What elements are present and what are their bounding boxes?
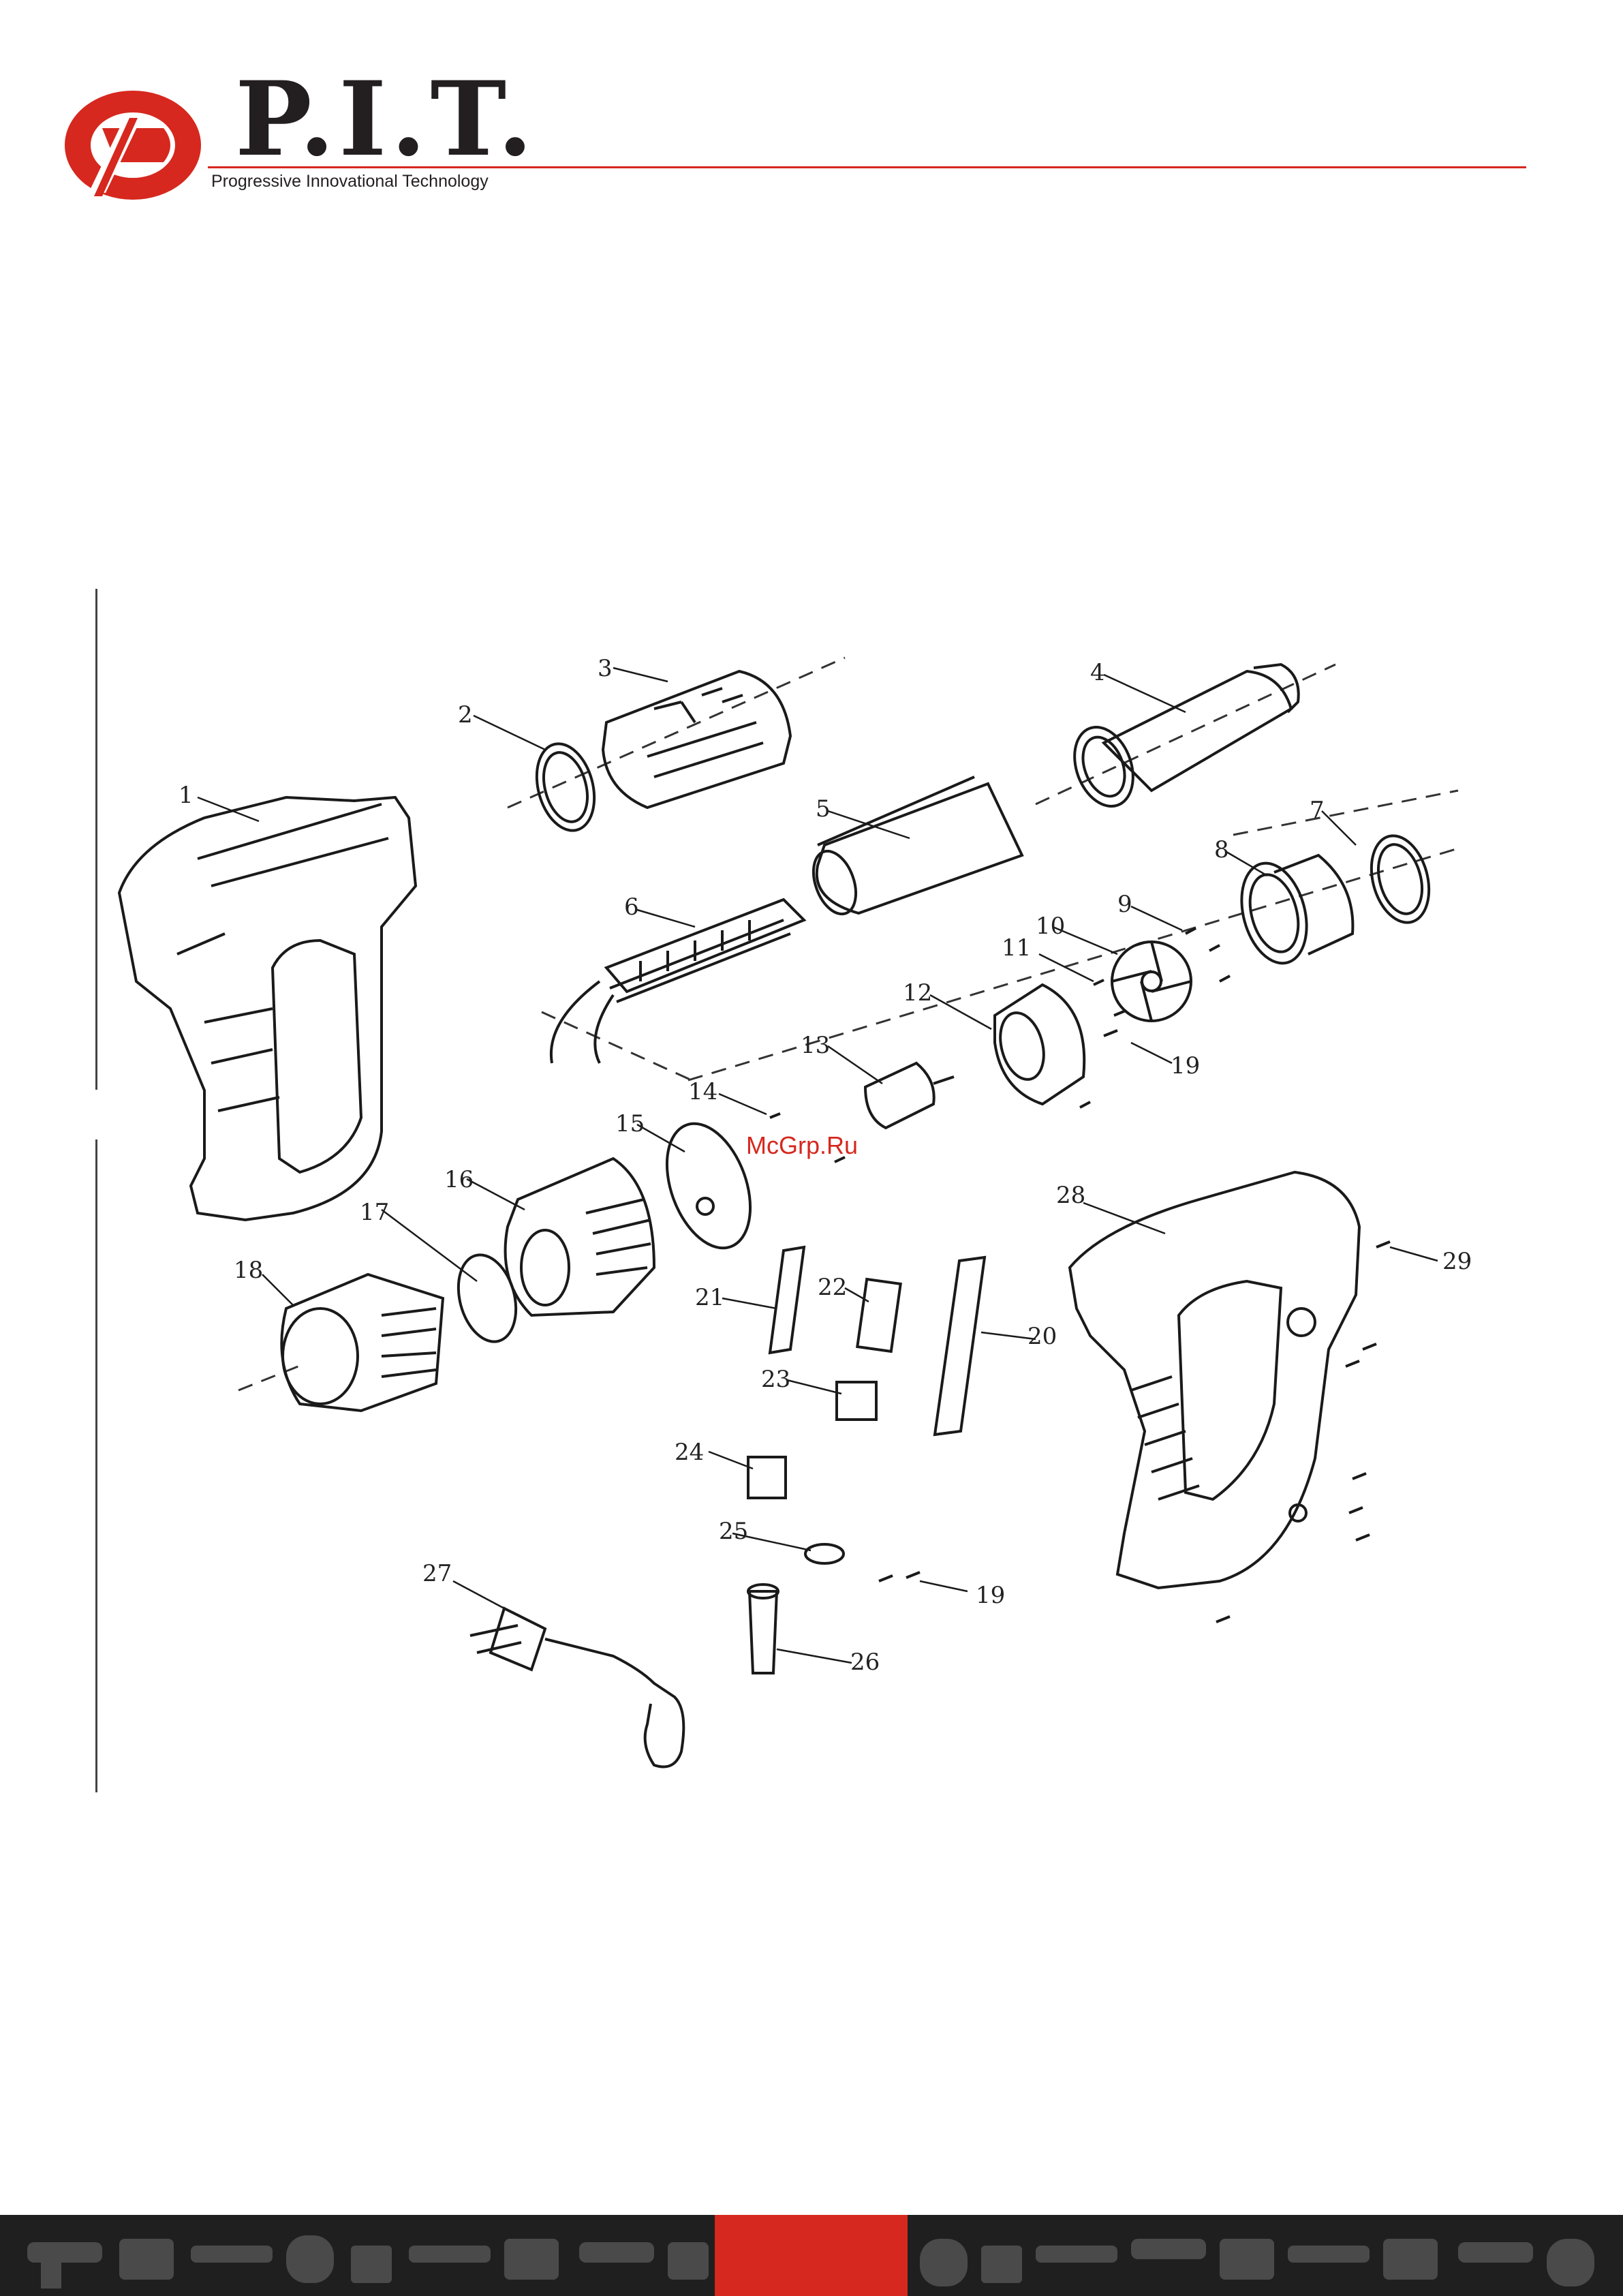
page-footer [0,2215,1623,2296]
callout-8: 8 [1214,836,1229,863]
watermark: McGrp.Ru [746,1131,858,1160]
callout-3: 3 [598,655,613,682]
callout-1: 1 [179,782,194,809]
callout-2: 2 [458,701,473,729]
part-3-nozzle-shroud [603,671,790,808]
callout-12: 12 [903,979,932,1007]
callout-10: 10 [1036,913,1065,940]
callout-4: 4 [1090,659,1105,686]
callout-7: 7 [1310,797,1325,824]
part-6-heating-element [551,900,804,1063]
callout-17: 17 [360,1199,389,1226]
part-27-power-cord [470,1608,683,1767]
part-4-outer-tube [1064,664,1299,814]
part-20-strip-plate [935,1257,985,1435]
part-26-cord-sleeve [748,1585,778,1673]
part-13-motor [865,1063,954,1128]
callout-16: 16 [444,1166,474,1193]
part-23-block [837,1382,876,1420]
part-22-switch [857,1279,900,1351]
callout-5: 5 [816,795,831,823]
callout-19: 19 [1171,1052,1200,1080]
page-number-block [715,2215,908,2296]
assembly-axis-lines [238,658,1458,1390]
part-16-rear-fan-cover [506,1159,654,1315]
callout-22: 22 [818,1274,847,1301]
callout-28: 28 [1056,1182,1085,1209]
callout-18: 18 [234,1257,263,1284]
callout-24: 24 [675,1439,704,1466]
callout-25: 25 [719,1518,748,1545]
part-11-screw [1094,980,1104,985]
part-2-ring [528,737,604,837]
part-18-rear-cap [281,1274,443,1411]
callout-13: 13 [801,1032,830,1059]
part-12-motor-bracket [993,985,1084,1104]
part-5-mica-sleeve [805,777,1022,920]
part-25-cable-clamp [805,1544,844,1563]
callout-21: 21 [695,1284,724,1311]
part-9-screws [1186,928,1230,981]
callout-19-bottom: 19 [976,1582,1005,1609]
part-1-left-housing [119,797,416,1220]
callout-27: 27 [422,1560,452,1587]
callout-15: 15 [615,1110,645,1137]
part-17-gasket [450,1249,525,1348]
part-24-terminal-block [748,1457,786,1498]
callout-26: 26 [850,1649,880,1676]
callout-11: 11 [1002,934,1031,962]
part-29-screws [1216,1242,1390,1622]
callout-9: 9 [1117,891,1132,918]
part-8-fan-housing [1231,855,1352,970]
callout-6: 6 [624,893,639,921]
part-14-screw [770,1114,780,1118]
part-10-fan-impeller [1112,942,1191,1021]
part-21-switch-board [770,1247,804,1353]
part-28-right-housing [1070,1172,1359,1588]
callout-29: 29 [1442,1248,1472,1275]
part-7-ring [1363,829,1438,929]
callout-20: 20 [1027,1323,1057,1350]
callout-14: 14 [688,1078,717,1105]
callout-23: 23 [761,1366,790,1393]
